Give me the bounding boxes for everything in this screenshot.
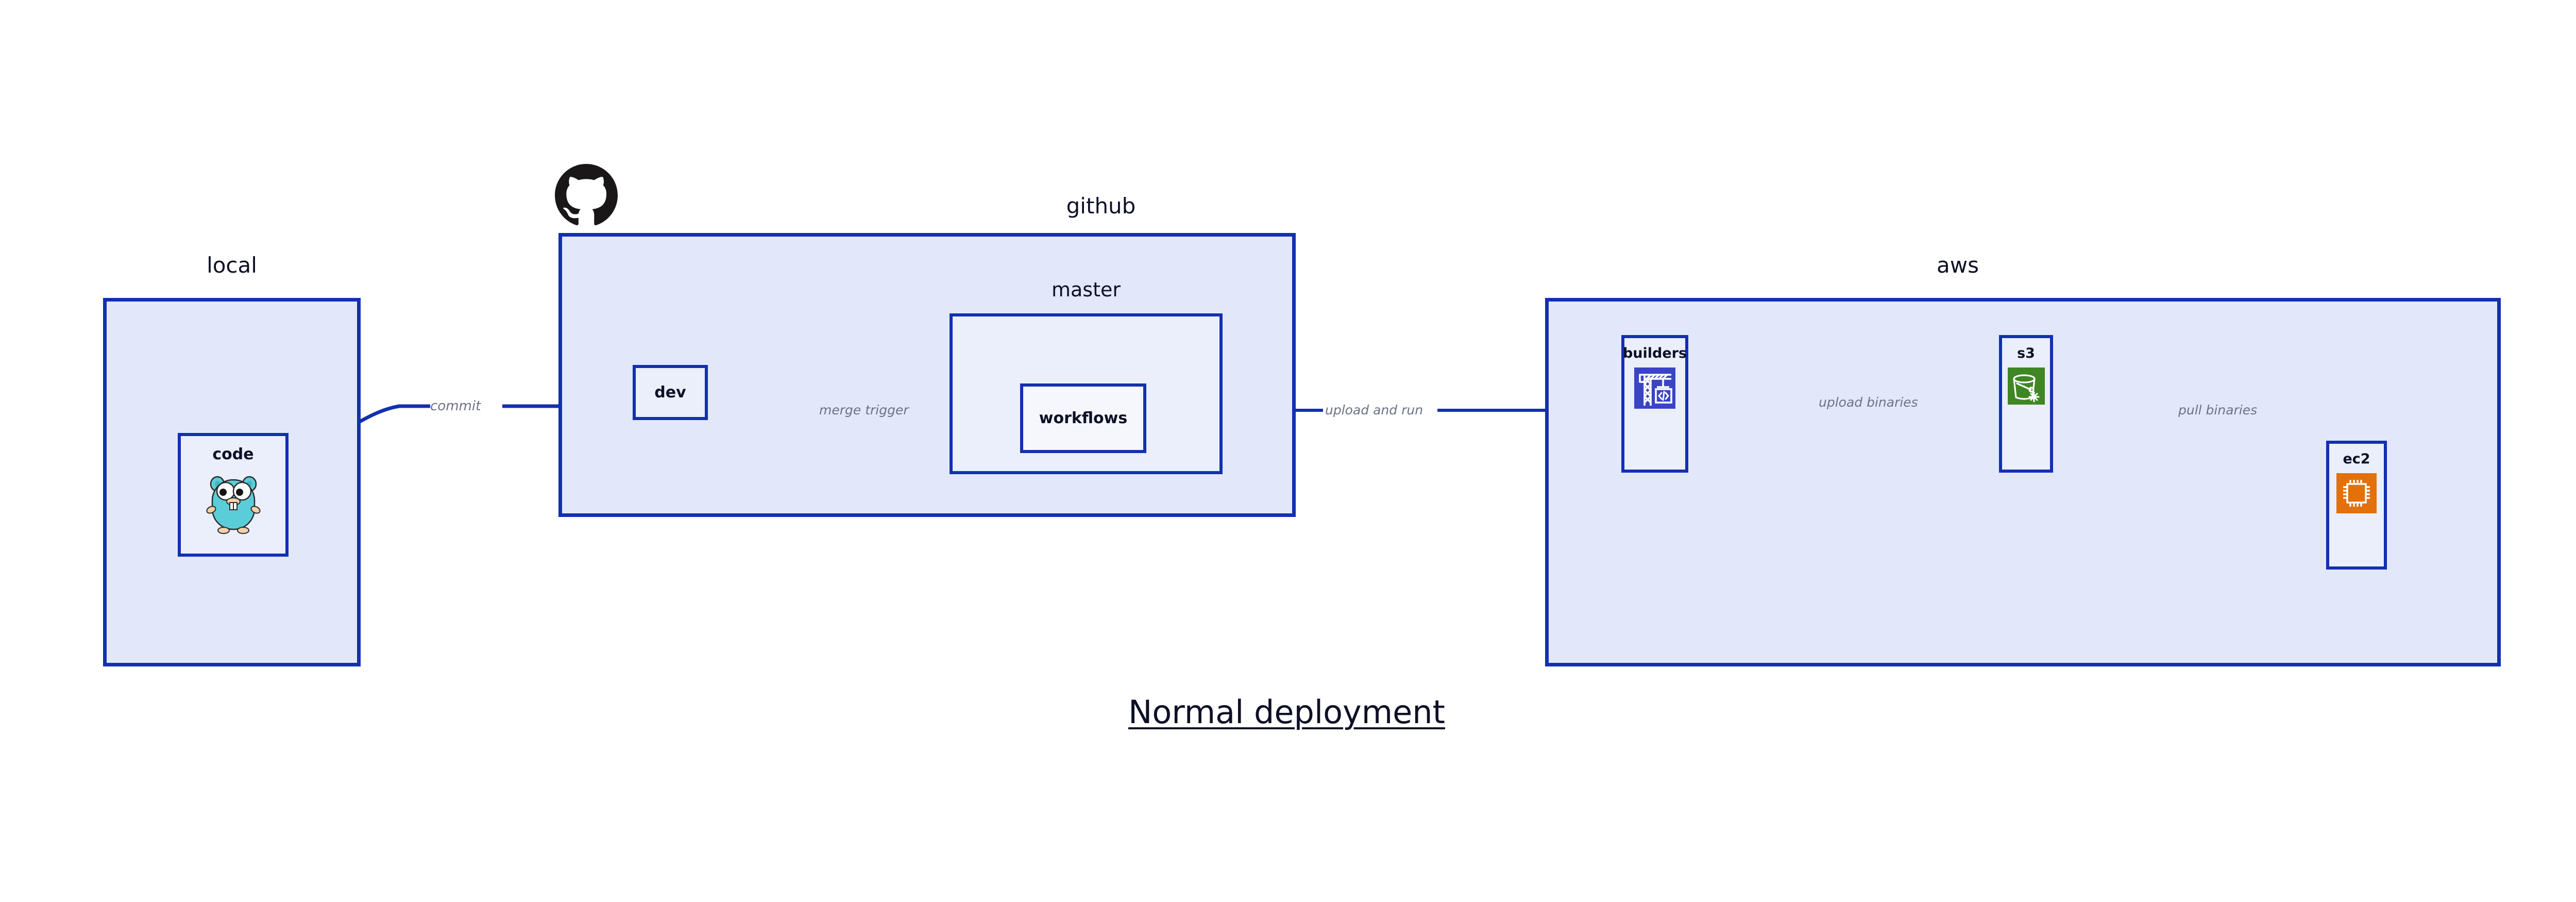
aws-ec2-chip-icon: [2336, 473, 2377, 513]
edge-label-pull-binaries: pull binaries: [2178, 403, 2258, 417]
node-ec2[interactable]: ec2: [2326, 441, 2387, 570]
node-code[interactable]: code: [178, 433, 289, 557]
node-dev[interactable]: dev: [633, 365, 708, 420]
node-dev-label: dev: [654, 383, 686, 402]
node-workflows[interactable]: workflows: [1020, 383, 1146, 453]
edge-label-merge-trigger: merge trigger: [819, 403, 909, 417]
cluster-label-local: local: [207, 253, 257, 278]
node-code-label: code: [212, 445, 254, 463]
aws-crane-code-icon: [1634, 368, 1675, 409]
node-ec2-label: ec2: [2343, 451, 2370, 467]
github-octocat-icon: [555, 164, 618, 227]
cluster-label-aws: aws: [1937, 253, 1979, 278]
cluster-label-github: github: [1066, 193, 1136, 219]
node-builders-label: builders: [1622, 345, 1687, 361]
edge-label-upload-binaries: upload binaries: [1819, 395, 1918, 410]
diagram-title: Normal deployment: [1128, 693, 1445, 731]
node-s3[interactable]: s3: [1999, 335, 2053, 473]
node-s3-label: s3: [2017, 345, 2035, 361]
node-workflows-label: workflows: [1039, 409, 1128, 427]
node-builders[interactable]: builders: [1621, 335, 1688, 473]
cluster-label-master: master: [1051, 278, 1121, 301]
go-gopher-icon: [203, 469, 264, 534]
edge-label-commit: commit: [430, 398, 481, 414]
aws-s3-bucket-icon: [2007, 368, 2045, 405]
edge-label-upload-and-run: upload and run: [1325, 403, 1423, 417]
